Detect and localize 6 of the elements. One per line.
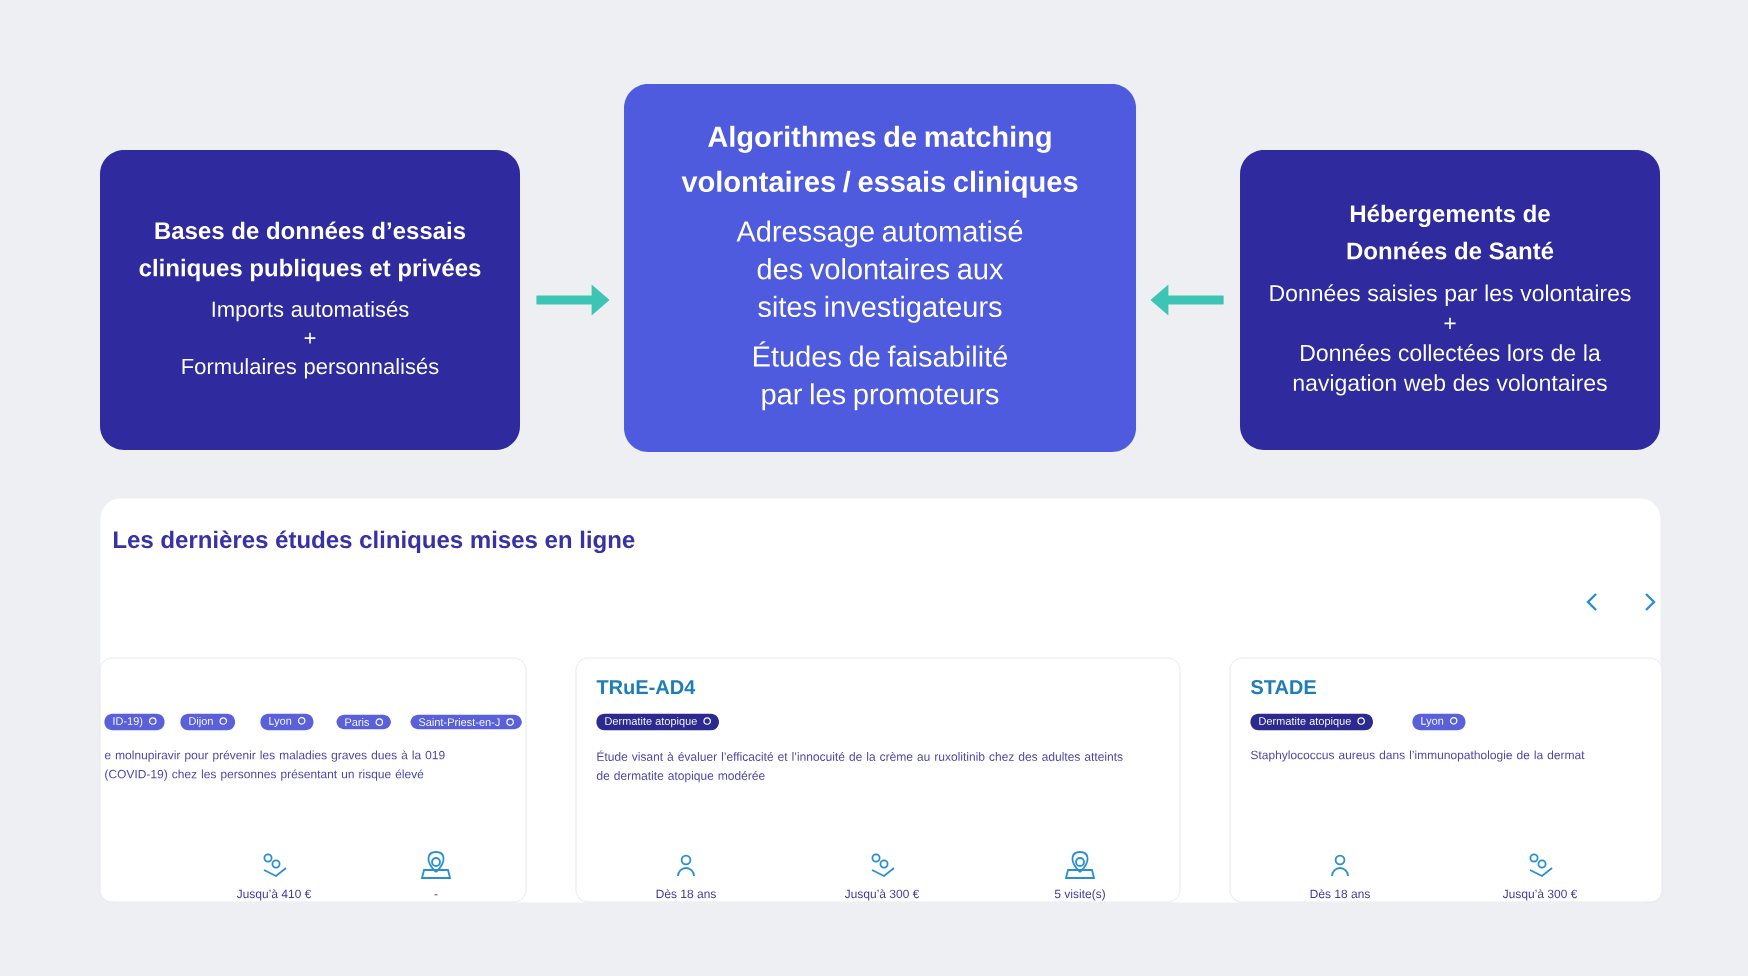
process-box: Hébergements de Données de Santé Données saisies par les volontaires + Données collectées lors de la navigation web des volontaires bbox=[1240, 150, 1660, 450]
study-title: STADE bbox=[1251, 680, 1316, 695]
panel-title: Les dernières études cliniques mises en ligne bbox=[114, 530, 635, 554]
study-title: TRuE-AD4 bbox=[596, 680, 696, 695]
process-box: Algorithmes de matching volontaires / essais cliniques Adressage automatisé des volontaires aux sites investigateurs Études de faisabilité par les promoteurs bbox=[624, 84, 1136, 452]
process-box: Bases de données d’essais cliniques publiques et privées Imports automatisés + Formulaires personnalisés bbox=[100, 150, 520, 450]
